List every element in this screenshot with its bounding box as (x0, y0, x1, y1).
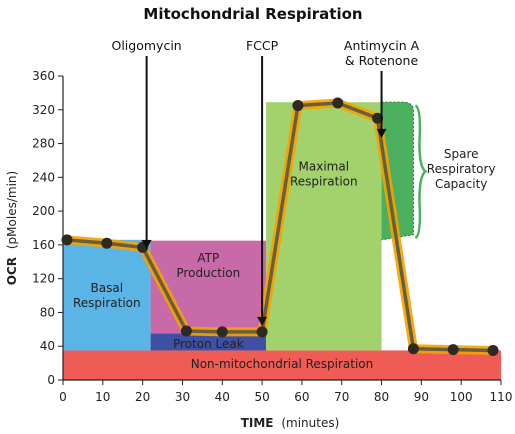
proton-leak-label-line: Proton Leak (173, 337, 244, 351)
data-point (407, 343, 419, 355)
injection-label-line: FCCP (246, 38, 279, 53)
injection-label-line: Antimycin A (344, 38, 420, 53)
y-axis-label-bold: OCR (5, 257, 19, 285)
y-tick-label: 240 (32, 170, 55, 184)
x-axis-label-unit: (minutes) (281, 416, 339, 430)
non-mito-label: Non-mitochondrial Respiration (191, 357, 374, 371)
x-tick-label: 10 (95, 390, 110, 404)
injection-label: FCCP (246, 38, 279, 53)
injection-label: Oligomycin (112, 38, 182, 53)
data-point (256, 326, 268, 338)
y-tick-label: 280 (32, 137, 55, 151)
chart-title: Mitochondrial Respiration (143, 5, 362, 23)
data-point (101, 237, 113, 249)
basal-label-line: Basal (91, 281, 124, 295)
y-tick-label: 120 (32, 272, 55, 286)
data-point (372, 112, 384, 124)
x-tick-label: 30 (175, 390, 190, 404)
basal-region (63, 239, 151, 351)
data-point (292, 100, 304, 112)
x-axis-label-bold: TIME (241, 416, 274, 430)
x-tick-label: 20 (135, 390, 150, 404)
injection-label: Antimycin A& Rotenone (344, 38, 420, 68)
x-tick-label: 80 (374, 390, 389, 404)
non-mito-region (63, 350, 501, 380)
y-tick-label: 200 (32, 204, 55, 218)
x-tick-label: 50 (254, 390, 269, 404)
data-point (180, 325, 192, 337)
atp-region (150, 240, 267, 334)
x-tick-label: 60 (294, 390, 309, 404)
y-axis-label-unit: (pMoles/min) (5, 171, 19, 249)
data-point (61, 234, 73, 246)
y-tick-label: 0 (47, 373, 55, 387)
spare-capacity-brace (414, 104, 428, 240)
y-tick-label: 80 (40, 305, 55, 319)
spare-label-line: Capacity (435, 177, 487, 191)
axes-layer: 0 40 80 120 160 200 240 280 320 360 0 10 20 30 40 50 60 7… (32, 69, 512, 404)
spare-label-line: Respiratory (427, 162, 496, 176)
maximal-label-line: Respiration (290, 175, 358, 189)
injection-label-line: & Rotenone (345, 53, 419, 68)
data-point (332, 97, 344, 109)
atp-label-line: Production (176, 266, 240, 280)
maximal-label-line: Maximal (299, 160, 350, 174)
spare-capacity-border (381, 101, 414, 241)
proton-leak-label: Proton Leak (173, 337, 244, 351)
y-tick-label: 360 (32, 69, 55, 83)
injection-arrowhead (257, 316, 268, 326)
series-line (65, 101, 495, 353)
y-axis-label: OCR (pMoles/min) (5, 171, 19, 285)
data-point (447, 344, 459, 356)
x-axis-label: TIME (minutes) (241, 416, 340, 430)
injection-arrowhead (141, 240, 152, 250)
x-tick-label: 40 (215, 390, 230, 404)
atp-label-line: ATP (197, 251, 219, 265)
spare-label-line: Spare (444, 147, 479, 161)
proton-leak-region (150, 333, 267, 351)
injection-label-line: Oligomycin (112, 38, 182, 53)
y-tick-label: 40 (40, 339, 55, 353)
x-tick-label: 110 (490, 390, 513, 404)
injections-layer: Oligomycin FCCP Antimycin A& Rotenone (112, 38, 420, 326)
non-mito-label-line: Non-mitochondrial Respiration (191, 357, 374, 371)
maximal-region (266, 102, 382, 351)
x-tick-label: 70 (334, 390, 349, 404)
data-point (487, 344, 499, 356)
x-tick-label: 90 (414, 390, 429, 404)
injection-arrowhead (376, 128, 387, 138)
basal-label-line: Respiration (73, 296, 141, 310)
x-tick-label: 0 (59, 390, 67, 404)
x-tick-label: 100 (450, 390, 473, 404)
y-tick-label: 320 (32, 103, 55, 117)
data-point (216, 326, 228, 338)
y-tick-label: 160 (32, 238, 55, 252)
